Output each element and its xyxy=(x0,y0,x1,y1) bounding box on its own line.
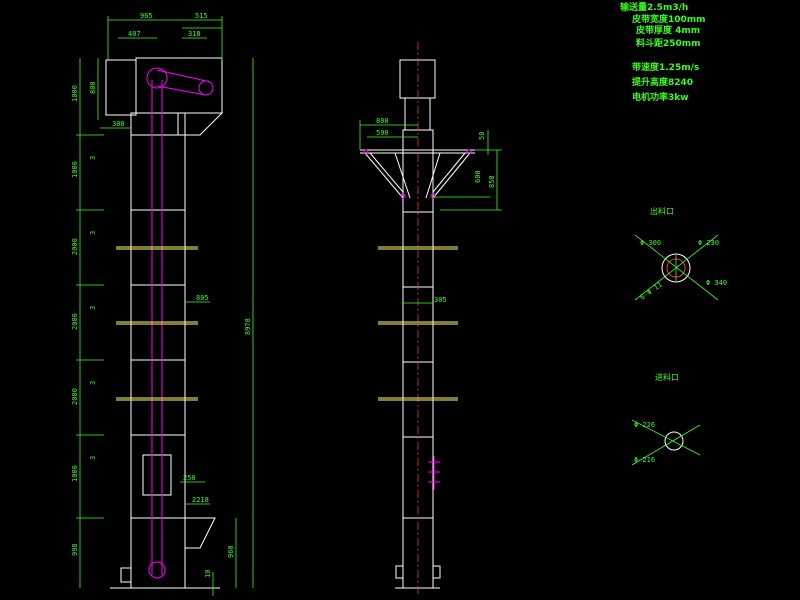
dim-left-3-d: 3 xyxy=(89,381,97,385)
outlet-dim-300: Φ 300 xyxy=(640,239,661,247)
side-truss-joints xyxy=(363,149,472,199)
dim-250: 250 xyxy=(183,474,196,482)
dim-left-1000-b: 1000 xyxy=(71,161,79,178)
drive-pulley xyxy=(198,80,214,96)
outlet-dim-230: Φ 230 xyxy=(698,239,719,247)
dim-965: 965 xyxy=(140,12,153,20)
note-lift-height: 提升高度8240 xyxy=(632,76,693,88)
tensioner xyxy=(120,567,132,583)
front-pipes xyxy=(116,246,198,401)
dim-2218: 2218 xyxy=(192,496,209,504)
dim-left-998: 998 xyxy=(71,543,79,556)
side-dim-50: 50 xyxy=(478,132,486,140)
head-housing xyxy=(135,57,223,114)
inlet-circle xyxy=(664,431,684,451)
inlet-chute xyxy=(184,517,216,549)
dim-515: 515 xyxy=(195,12,208,20)
technical-notes: 输送量2.5m3/h 皮带宽度100mm 皮带厚度 4mm 料斗距250mm 带… xyxy=(620,1,706,103)
note-motor-power: 电机功率3kw xyxy=(632,91,689,103)
dim-right-8978: 8978 xyxy=(244,318,252,335)
dim-318: 318 xyxy=(188,30,201,38)
front-belt xyxy=(146,67,214,579)
side-dim-590: 590 xyxy=(376,129,389,137)
dim-left-3-a: 3 xyxy=(89,156,97,160)
outlet-outer-circle xyxy=(661,253,691,283)
side-dim-800: 800 xyxy=(376,117,389,125)
inlet-dim-226: Φ 226 xyxy=(634,421,655,429)
side-dim-305: 305 xyxy=(434,296,447,304)
head-motor-box xyxy=(105,59,137,116)
dim-right-960: 960 xyxy=(227,545,235,558)
outlet-dim-holes: 6-Φ 11 xyxy=(639,281,664,302)
casing xyxy=(130,112,186,519)
inlet-section: 进料口 Φ 226 Φ 216 xyxy=(631,372,701,466)
side-head-housing xyxy=(399,59,436,99)
tail-pulley xyxy=(148,561,166,579)
outlet-section: 出料口 Φ 300 Φ 230 Φ 340 6-Φ 11 xyxy=(634,206,727,302)
dim-left-300: 300 xyxy=(112,120,125,128)
dim-left-800: 800 xyxy=(89,81,97,94)
dim-left-2000-a: 2000 xyxy=(71,238,79,255)
dim-left-1000-c: 1000 xyxy=(71,465,79,482)
note-belt-speed: 带速度1.25m/s xyxy=(632,61,699,73)
side-dim-600: 600 xyxy=(474,170,482,183)
note-bucket-pitch: 料斗距250mm xyxy=(636,37,701,49)
dim-left-2000-c: 2000 xyxy=(71,388,79,405)
side-inspection-hatch xyxy=(428,456,440,490)
side-dimension-lines xyxy=(359,120,502,304)
inspection-door xyxy=(142,454,172,496)
inlet-dim-216: Φ 216 xyxy=(634,456,655,464)
front-dimension-lines xyxy=(76,16,254,596)
note-belt-thickness: 皮带厚度 4mm xyxy=(635,24,700,36)
dim-left-3-e: 3 xyxy=(89,456,97,460)
dim-407: 407 xyxy=(128,30,141,38)
head-pulley xyxy=(146,67,168,89)
inlet-title: 进料口 xyxy=(655,372,679,382)
note-belt-width: 皮带宽度100mm xyxy=(631,13,706,25)
note-capacity: 输送量2.5m3/h xyxy=(620,1,688,13)
outlet-dim-340: Φ 340 xyxy=(706,279,727,287)
side-pipes xyxy=(378,246,458,401)
dim-left-1000-top: 1000 xyxy=(71,85,79,102)
dim-805: 805 xyxy=(196,294,209,302)
head-chute xyxy=(177,112,224,136)
outlet-title: 出料口 xyxy=(650,206,674,216)
dim-left-3-c: 3 xyxy=(89,306,97,310)
dim-right-10: 10 xyxy=(204,570,212,578)
side-dim-850: 850 xyxy=(488,175,496,188)
front-view xyxy=(105,57,224,589)
dim-left-2000-b: 2000 xyxy=(71,313,79,330)
dim-left-3-b: 3 xyxy=(89,231,97,235)
